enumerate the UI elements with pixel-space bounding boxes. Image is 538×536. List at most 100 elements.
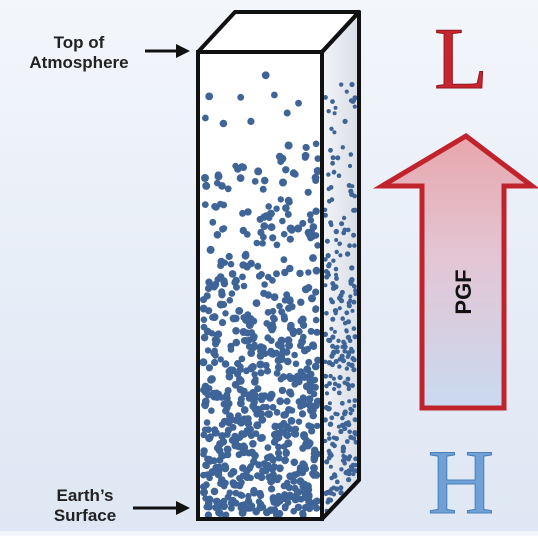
air-particle <box>314 422 321 430</box>
air-particle-side <box>347 243 352 249</box>
air-particle <box>278 386 287 395</box>
air-particle <box>285 341 294 350</box>
air-particle <box>311 173 320 182</box>
air-particle-side <box>324 459 330 465</box>
air-particle-side <box>327 199 332 204</box>
air-particle <box>251 395 259 402</box>
air-particle <box>300 480 309 489</box>
air-particle <box>235 375 244 384</box>
air-particle <box>203 419 211 426</box>
air-particle <box>224 404 231 412</box>
air-particle <box>226 489 234 497</box>
air-particle <box>283 397 291 405</box>
air-particle <box>280 256 288 264</box>
air-particle <box>253 421 262 430</box>
air-particle <box>247 364 256 373</box>
air-particle-side <box>351 299 357 305</box>
air-particle <box>296 269 304 278</box>
top-of-atmosphere-label: Top of Atmosphere <box>18 33 140 73</box>
air-particle <box>267 477 275 486</box>
air-particle-side <box>328 490 334 496</box>
air-particle <box>232 338 241 347</box>
air-particle-side <box>342 344 348 350</box>
air-particle-side <box>330 285 337 291</box>
air-particle-side <box>324 238 330 244</box>
air-particle <box>201 426 209 434</box>
air-particle-side <box>345 376 351 382</box>
air-particle <box>226 297 234 304</box>
air-particle <box>220 497 228 505</box>
air-particle-side <box>351 357 357 363</box>
air-particle <box>309 341 317 350</box>
air-particle <box>213 231 222 239</box>
air-particle-side <box>342 454 348 461</box>
air-particle-side <box>330 343 336 349</box>
air-particle <box>222 310 229 317</box>
air-particle-side <box>330 99 335 104</box>
air-particle <box>245 492 252 500</box>
high-pressure-letter: H <box>428 431 494 531</box>
air-particle-side <box>324 391 330 396</box>
air-particle-side <box>353 288 358 293</box>
air-particle-side <box>346 227 351 233</box>
air-particle-side <box>329 487 334 491</box>
air-particle-side <box>341 459 347 464</box>
air-particle <box>307 228 315 236</box>
air-particle <box>280 230 288 238</box>
air-particle <box>299 219 307 227</box>
air-particle-side <box>352 243 357 248</box>
air-particle <box>284 357 292 366</box>
air-particle <box>202 461 210 469</box>
air-particle <box>270 438 279 446</box>
air-particle <box>214 330 223 338</box>
air-particle-side <box>332 473 338 479</box>
air-particle <box>244 426 252 434</box>
air-particle <box>291 351 298 359</box>
air-particle <box>239 209 247 217</box>
air-particle <box>224 185 232 193</box>
air-particle <box>299 321 308 329</box>
air-particle <box>202 114 209 122</box>
air-particle-side <box>323 283 328 288</box>
air-particle <box>312 140 320 148</box>
air-particle <box>214 172 223 181</box>
air-particle <box>242 250 250 258</box>
air-particle <box>229 423 237 431</box>
air-particle-side <box>334 276 339 281</box>
air-particle <box>286 264 294 273</box>
air-particle-side <box>337 306 342 311</box>
air-particle-side <box>326 497 332 503</box>
air-particle <box>290 458 299 467</box>
air-particle <box>249 402 258 411</box>
air-particle <box>205 307 213 315</box>
air-particle <box>303 144 310 151</box>
air-particle-side <box>351 284 357 289</box>
air-particle-side <box>324 311 329 316</box>
air-particle-side <box>339 467 344 472</box>
air-particle <box>295 418 303 425</box>
air-particle <box>259 503 267 511</box>
air-particle <box>271 91 278 99</box>
air-particle <box>244 208 252 216</box>
air-particle <box>284 479 291 486</box>
air-particle <box>228 290 236 297</box>
air-particle <box>216 300 225 309</box>
air-particle <box>209 314 216 321</box>
air-particle-side <box>336 424 341 429</box>
air-particle <box>277 429 285 436</box>
air-particle <box>239 261 247 269</box>
air-particle-side <box>338 253 343 258</box>
air-particle <box>237 395 245 403</box>
air-particle <box>281 456 289 465</box>
air-particle <box>263 320 271 327</box>
air-particle <box>200 386 207 394</box>
air-particle <box>211 426 219 434</box>
air-particle <box>299 398 307 405</box>
air-particle <box>240 442 248 450</box>
air-particle-side <box>333 311 338 316</box>
air-particle-side <box>349 467 355 473</box>
air-particle-side <box>338 428 344 435</box>
air-particle <box>285 499 292 506</box>
earths-surface-label: Earth’s Surface <box>38 486 132 526</box>
air-particle <box>300 431 308 440</box>
